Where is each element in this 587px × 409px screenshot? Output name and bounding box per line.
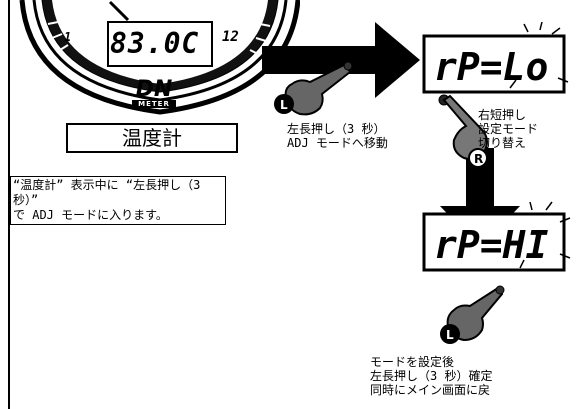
step2-line-2: 設定モード	[478, 122, 539, 136]
step2-line-1: 右短押し	[478, 108, 527, 122]
note-line-2: で ADJ モードに入ります。	[13, 208, 168, 222]
gauge-lcd-reading: 83.0C	[110, 27, 200, 60]
lcd-panel-top: rP=Lo	[422, 22, 569, 94]
step1-line-2: ADJ モードへ移動	[287, 136, 388, 150]
right-button-mark: R	[474, 152, 483, 166]
step3-line-3: 同時にメイン画面に戻	[370, 383, 491, 397]
step3-line-1: モードを設定後	[370, 355, 455, 369]
dial-number-low: 1	[64, 30, 72, 44]
logo-sub-text: METER	[132, 100, 176, 108]
confirm-button-mark: L	[446, 328, 454, 342]
page-left-border	[8, 0, 10, 409]
step1-caption: 左長押し（3 秒） ADJ モードへ移動	[287, 122, 388, 150]
right-arrow	[262, 22, 420, 98]
dn-meter-logo: DN METER	[132, 77, 176, 108]
lcd-panel-bottom: rP=HI	[422, 201, 571, 272]
note-line-1: “温度計” 表示中に “左長押し（3 秒）”	[13, 178, 201, 207]
confirm-press-hand-icon: L	[440, 285, 505, 344]
left-press-hand-icon: L	[274, 61, 353, 116]
step3-line-2: 左長押し（3 秒）確定	[370, 369, 493, 383]
logo-main-text: DN	[135, 77, 173, 102]
dial-number-high: 12	[222, 29, 239, 45]
left-button-mark: L	[280, 98, 288, 112]
temperature-gauge	[19, 0, 300, 115]
lcd-bottom-text: rP=HI	[434, 223, 549, 267]
step2-line-3: 切り替え	[478, 136, 527, 150]
lcd-top-text: rP=Lo	[434, 45, 548, 89]
gauge-title-label: 温度計	[66, 123, 238, 153]
step2-caption: 右短押し 設定モード 切り替え	[478, 108, 538, 150]
step1-line-1: 左長押し（3 秒）	[287, 122, 386, 136]
step3-caption: モードを設定後 左長押し（3 秒）確定 同時にメイン画面に戻	[370, 355, 492, 397]
instruction-note: “温度計” 表示中に “左長押し（3 秒）” で ADJ モードに入ります。	[10, 176, 226, 225]
right-press-hand-icon: R	[438, 94, 488, 168]
